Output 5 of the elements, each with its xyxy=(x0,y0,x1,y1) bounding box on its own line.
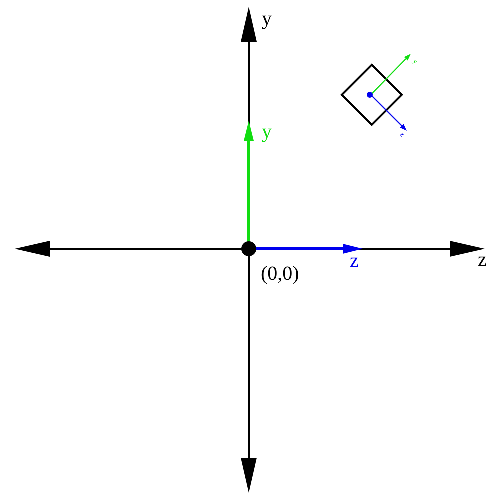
axis-label: y xyxy=(262,9,272,29)
axis-label: y xyxy=(262,122,272,142)
axis-label: z xyxy=(350,251,359,271)
axis-label: z xyxy=(478,250,487,270)
origin-coordinate-label: (0,0) xyxy=(261,264,300,284)
